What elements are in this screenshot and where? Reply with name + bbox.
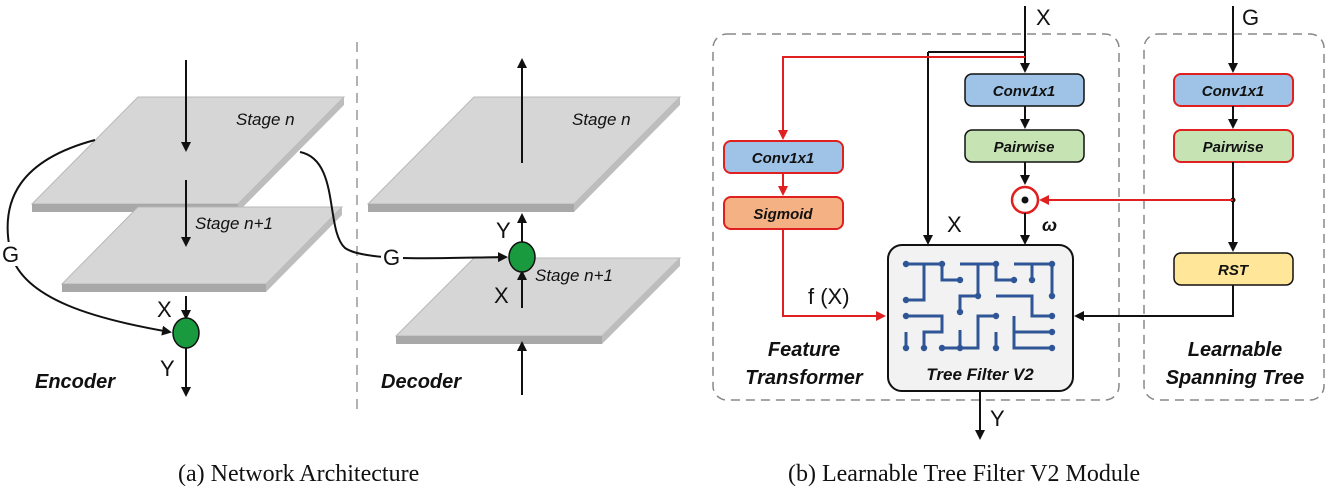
rst-label: RST [1218, 262, 1250, 279]
ft-conv1x1-label: Conv1x1 [752, 150, 815, 167]
decoder-stage-n1-label: Stage n+1 [535, 266, 613, 285]
decoder-x-label: X [494, 283, 509, 308]
encoder-label: Encoder [35, 371, 116, 393]
encoder-y-label: Y [160, 356, 175, 381]
y-output-label: Y [990, 406, 1005, 431]
learnable-spanning-tree-label-1: Learnable [1188, 339, 1282, 361]
encoder-x-label: X [157, 297, 172, 322]
encoder-stage-n1-plane [60, 206, 344, 292]
feature-transformer-label-2: Transformer [745, 367, 864, 389]
tree-graph-icon [902, 260, 1056, 352]
decoder-stage-n-label: Stage n [572, 110, 631, 129]
decoder-g-label: G [383, 245, 400, 270]
right-pairwise-label: Pairwise [1203, 139, 1264, 156]
mid-conv1x1-label: Conv1x1 [993, 83, 1056, 100]
panel-b: X X G Conv1x1 Sigmoid f (X) Conv1x1 Pair… [712, 5, 1325, 487]
decoder-label: Decoder [381, 371, 462, 393]
feature-transformer-container [712, 33, 1120, 401]
right-conv1x1-label: Conv1x1 [1202, 83, 1265, 100]
fx-label: f (X) [808, 284, 850, 309]
encoder-stage-n-plane [30, 96, 346, 212]
decoder-node [508, 241, 536, 273]
tree-filter-label: Tree Filter V2 [926, 365, 1034, 384]
caption-a: (a) Network Architecture [178, 461, 419, 487]
panel-a: G Stage n Stage n+1 X Y Encoder G Stage … [0, 42, 682, 487]
caption-b: (b) Learnable Tree Filter V2 Module [788, 461, 1140, 487]
x-input-label: X [1036, 5, 1051, 30]
encoder-stage-n1-label: Stage n+1 [195, 214, 273, 233]
decoder-stage-n-plane [366, 96, 682, 212]
mid-pairwise-label: Pairwise [994, 139, 1055, 156]
encoder-g-label: G [2, 242, 19, 267]
decoder-y-label: Y [496, 218, 511, 243]
learnable-spanning-tree-label-2: Spanning Tree [1166, 367, 1305, 389]
feature-transformer-label-1: Feature [768, 339, 840, 361]
x-mid-label: X [947, 212, 962, 237]
encoder-node [172, 317, 200, 349]
sigmoid-label: Sigmoid [753, 206, 813, 223]
decoder-stage-n1-plane [394, 257, 682, 344]
omega-label: ω [1042, 215, 1057, 235]
g-input-label: G [1242, 5, 1259, 30]
encoder-stage-n-label: Stage n [236, 110, 295, 129]
